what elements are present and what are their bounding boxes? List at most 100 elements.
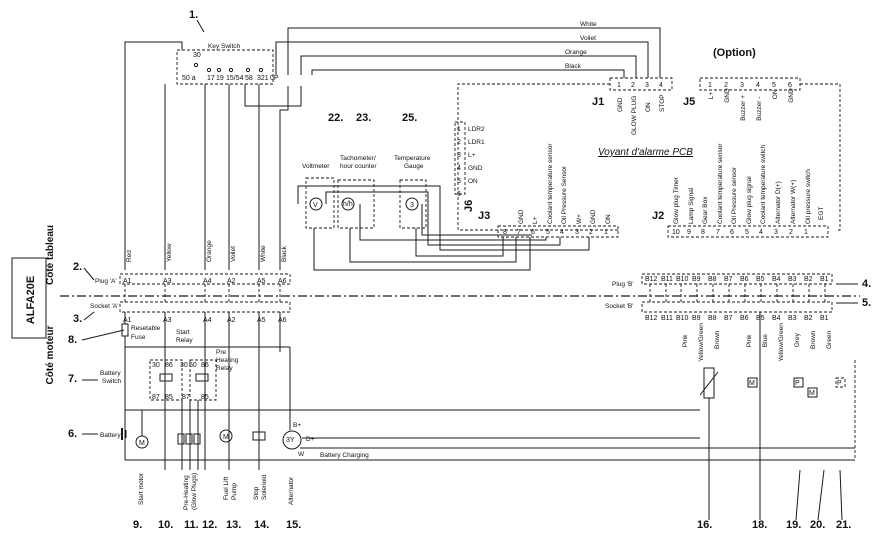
plug-a-pin-A4: A4 bbox=[203, 278, 212, 285]
alt-w: W bbox=[298, 451, 305, 458]
plug-b-pin-B3: B3 bbox=[788, 276, 797, 283]
svg-text:30: 30 bbox=[152, 362, 160, 369]
svg-text:P: P bbox=[795, 380, 800, 387]
battery-switch-1: Battery bbox=[100, 370, 121, 377]
plug-b-pin-B4: B4 bbox=[772, 276, 781, 283]
preheat-relay-1: Pre bbox=[216, 349, 227, 356]
j3-label-1: ON bbox=[605, 214, 612, 224]
j3-label-2: GND bbox=[590, 209, 597, 224]
socket-a-pin-A4: A4 bbox=[203, 317, 212, 324]
callout-6: 6. bbox=[68, 428, 77, 440]
wire-voilet: Voilet bbox=[580, 35, 596, 42]
socket-a-name: Socket 'A' bbox=[90, 303, 119, 310]
j2-pin-8: 8 bbox=[701, 229, 705, 236]
callout-22: 22. bbox=[328, 112, 343, 124]
j6-pin-6: 6 bbox=[457, 191, 461, 198]
j1-pin-2: 2 bbox=[631, 82, 635, 89]
preheating-label-1: Pre-Heating bbox=[183, 475, 190, 510]
callout-25: 25. bbox=[402, 112, 417, 124]
callout-10: 10. bbox=[158, 519, 173, 531]
j2-label-5: Glow plug signal bbox=[746, 176, 753, 224]
callout-14: 14. bbox=[254, 519, 269, 531]
j6-label-3: L+ bbox=[468, 152, 476, 159]
j3-label-3: W+ bbox=[576, 214, 583, 224]
j2-pin-4: 4 bbox=[759, 229, 763, 236]
plug-b-pin-B1: B1 bbox=[820, 276, 829, 283]
j2-label-8: Gear Box bbox=[702, 196, 709, 224]
fuse-label-2: Fuse bbox=[131, 334, 146, 341]
stop-solenoid-label-2: Solenoid bbox=[261, 474, 268, 500]
socket-a-pin-A2: A2 bbox=[227, 317, 236, 324]
j3-pin-7: 7 bbox=[517, 229, 521, 236]
socket-b-pin-B9: B9 bbox=[692, 315, 701, 322]
plug-b-pin-B5: B5 bbox=[756, 276, 765, 283]
socket-b-pin-B10: B10 bbox=[676, 315, 689, 322]
j2-label-4: Coolant temperature switch bbox=[760, 144, 767, 224]
svg-text:85: 85 bbox=[165, 394, 173, 401]
side-label-panel: Côté tableau bbox=[45, 225, 56, 285]
j3-label-7: GND bbox=[518, 209, 525, 224]
top-wires: White Voilet Orange Black bbox=[124, 21, 661, 270]
j2-label-2: Alternator W(+) bbox=[790, 180, 797, 224]
socket-b-wire-6: Grey bbox=[794, 332, 801, 347]
svg-text:M: M bbox=[749, 380, 755, 387]
volt-symbol: V bbox=[313, 202, 318, 209]
j2-pin-7: 7 bbox=[716, 229, 720, 236]
j1-label-4: STOP bbox=[659, 94, 666, 112]
plug-b-pin-B6: B6 bbox=[740, 276, 749, 283]
wire-white: White bbox=[580, 21, 597, 28]
temp-label-1: Temperature bbox=[394, 155, 431, 162]
ks-pin-58: 58 bbox=[245, 75, 253, 82]
callout-21: 21. bbox=[836, 519, 851, 531]
tacho-label-1: Tachometer/ bbox=[340, 155, 376, 162]
callout-20: 20. bbox=[810, 519, 825, 531]
callout-2: 2. bbox=[73, 261, 82, 273]
plug-a-pin-A6: A6 bbox=[278, 278, 287, 285]
j1-label-2: GLOW PLUG bbox=[631, 96, 638, 135]
fuel-pump-symbol: M bbox=[223, 434, 229, 441]
plug-a-wire-A1: Red bbox=[126, 250, 133, 262]
callout-9: 9. bbox=[133, 519, 142, 531]
ks-pin-321: 321 bbox=[257, 75, 269, 82]
j3-pin-1: 1 bbox=[604, 229, 608, 236]
svg-text:30: 30 bbox=[180, 362, 188, 369]
svg-text:86: 86 bbox=[165, 362, 173, 369]
alternator-label: Alternator bbox=[288, 476, 295, 505]
ks-pin-15-54: 15/54 bbox=[226, 75, 244, 82]
j5-pin-5: 5 bbox=[772, 82, 776, 89]
j3-label-6: L+ bbox=[532, 216, 539, 224]
plug-a-pin-A3: A3 bbox=[163, 278, 172, 285]
j3-pin-8: 8 bbox=[503, 229, 507, 236]
battery-charging-label: Battery Charging bbox=[320, 452, 369, 459]
j2-label-9: Lamp Signal bbox=[688, 187, 695, 224]
j2-pin-2: 2 bbox=[789, 229, 793, 236]
plug-a-wire-A2: Voilet bbox=[230, 246, 237, 262]
j6-pin-5: 5 bbox=[457, 178, 461, 185]
plug-b-pin-B10: B10 bbox=[676, 276, 689, 283]
start-motor-label: Start motor bbox=[138, 472, 145, 505]
socket-b-pin-B6: B6 bbox=[740, 315, 749, 322]
tacho-symbol: h/h bbox=[343, 201, 353, 208]
j2-name: J2 bbox=[652, 210, 664, 222]
plug-b-pin-B11: B11 bbox=[661, 276, 673, 283]
j1-label-3: ON bbox=[645, 102, 652, 112]
j6-label-2: LDR1 bbox=[468, 139, 485, 146]
pcb-board-label: Voyant d'alarme PCB bbox=[598, 147, 693, 158]
plug-b-pin-B12: B12 bbox=[645, 276, 658, 283]
model-box: ALFA20E bbox=[11, 257, 47, 339]
j5-pin-2: 2 bbox=[724, 82, 728, 89]
callout-12: 12. bbox=[202, 519, 217, 531]
j2-label-7: Coolant temperature sensor bbox=[717, 143, 724, 224]
alternator-symbol: 3Y bbox=[286, 437, 295, 444]
socket-b-pin-B2: B2 bbox=[804, 315, 813, 322]
j2-label-1: Oil pressure switch bbox=[805, 169, 812, 224]
j3-label-4: Oil Pressure Sensor bbox=[561, 165, 568, 224]
callout-13: 13. bbox=[226, 519, 241, 531]
j1-name: J1 bbox=[592, 96, 604, 108]
callout-18: 18. bbox=[752, 519, 767, 531]
j5-label-4: Buzzer - bbox=[756, 97, 763, 121]
